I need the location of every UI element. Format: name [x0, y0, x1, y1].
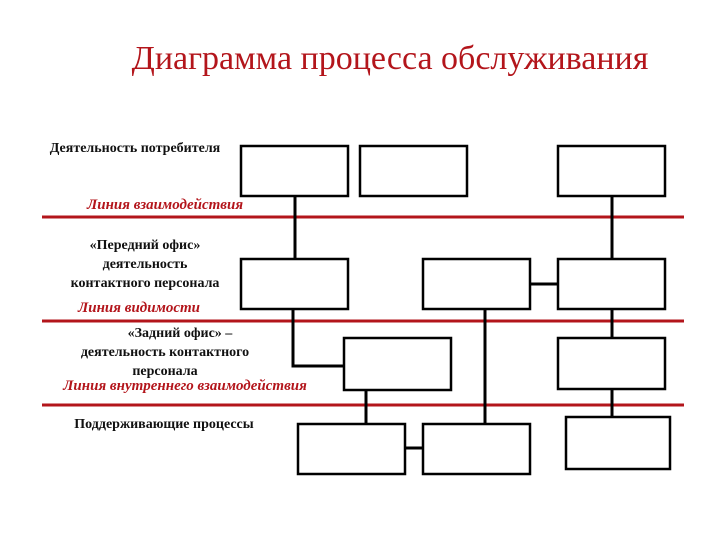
front-office-label-line-2: деятельность — [102, 257, 188, 272]
front-office-box-1 — [239, 257, 350, 311]
customer-action-box-2 — [358, 144, 469, 198]
interaction-line-label: Линия взаимодействия — [86, 197, 244, 213]
visibility-line-label: Линия видимости — [77, 300, 201, 316]
back-office-label-line-2: деятельность контактного — [80, 345, 250, 360]
connector — [291, 309, 344, 368]
front-office-label-line-3: контактного персонала — [70, 276, 220, 291]
back-office-box-1 — [342, 336, 453, 392]
diagram-title: Диаграмма процесса обслуживания — [131, 40, 649, 77]
support-box-3 — [564, 415, 672, 471]
back-office-box-2 — [556, 336, 667, 391]
internal-line-label: Линия внутреннего взаимодействия — [63, 378, 307, 394]
support-processes-label: Поддерживающие процессы — [74, 417, 254, 432]
customer-action-box-3 — [556, 144, 667, 198]
support-box-1 — [296, 422, 407, 476]
front-office-box-3 — [556, 257, 667, 311]
customer-action-box-1 — [239, 144, 350, 198]
support-box-2 — [421, 422, 532, 476]
customer-actions-label: Деятельность потребителя — [49, 141, 221, 156]
back-office-label-line-3: персонала — [132, 364, 198, 379]
front-office-label-line-1: «Передний офис» — [89, 238, 201, 253]
back-office-label-line-1: «Задний офис» – — [127, 326, 233, 341]
connectors — [291, 196, 614, 450]
front-office-box-2 — [421, 257, 532, 311]
